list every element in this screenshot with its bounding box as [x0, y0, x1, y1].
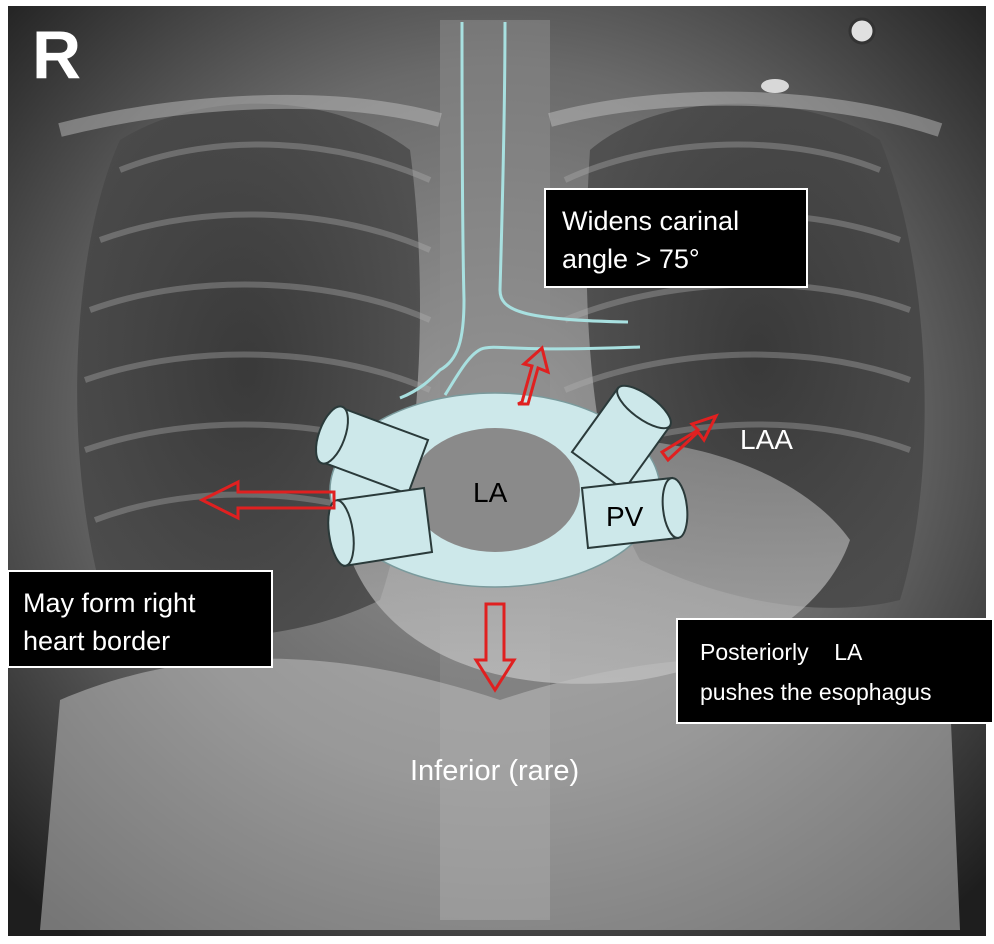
orientation-marker: R — [32, 17, 81, 93]
right-border-callout: May form right heart border — [7, 570, 273, 668]
carinal-angle-line1: Widens carinal — [562, 202, 806, 240]
metal-clip-icon — [761, 79, 789, 93]
carinal-angle-line2: angle > 75° — [562, 240, 806, 278]
carinal-angle-callout: Widens carinal angle > 75° — [544, 188, 808, 288]
right-border-line1: May form right — [23, 584, 271, 622]
posterior-callout: Posteriorly LA pushes the esophagus — [676, 618, 994, 724]
right-border-line2: heart border — [23, 622, 271, 660]
la-label: LA — [473, 477, 508, 508]
pv-label: PV — [606, 501, 644, 532]
posterior-line1: Posteriorly LA — [700, 632, 992, 672]
metal-marker-icon — [850, 19, 874, 43]
inferior-label: Inferior (rare) — [410, 755, 579, 788]
laa-label: LAA — [740, 424, 793, 456]
posterior-line2: pushes the esophagus — [700, 672, 992, 712]
